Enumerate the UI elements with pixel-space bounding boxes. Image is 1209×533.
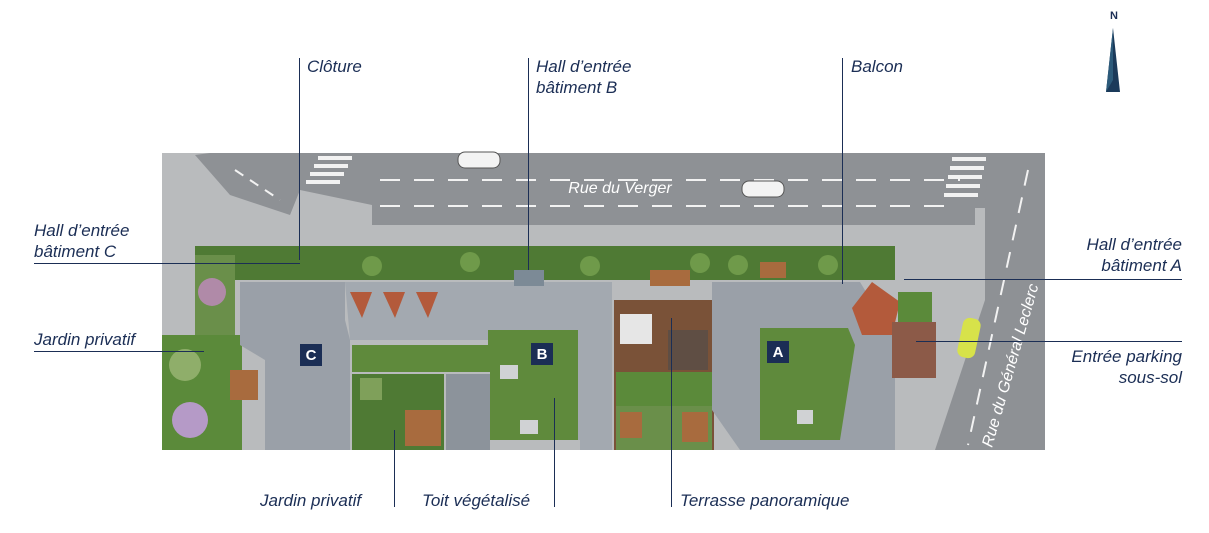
hedge-strip xyxy=(195,246,895,280)
corner-tower xyxy=(852,282,900,335)
callout-line-hall-c xyxy=(34,263,300,264)
label-parking-line2: sous-sol xyxy=(1118,368,1182,387)
building-b-letter: B xyxy=(537,346,548,363)
building-c-badge xyxy=(300,344,322,366)
road-rue-du-general-leclerc xyxy=(935,153,1045,450)
car-top-middle xyxy=(741,180,785,198)
north-label: N xyxy=(1110,10,1118,22)
label-hall-b-line1: Hall d’entrée xyxy=(536,57,632,76)
label-hall-c-line2: bâtiment C xyxy=(34,242,117,261)
label-terrasse-panoramique: Terrasse panoramique xyxy=(680,491,850,510)
north-arrow-icon xyxy=(1106,28,1120,92)
building-c-roof xyxy=(240,282,350,450)
label-hall-a-line2: bâtiment A xyxy=(1101,256,1182,275)
building-a-letter: A xyxy=(773,344,784,361)
label-toit-vegetalise: Toit végétalisé xyxy=(422,491,531,510)
building-c-letter: C xyxy=(306,347,317,364)
callout-line-cloture xyxy=(299,58,300,260)
callout-line-parking xyxy=(916,341,1182,342)
road-markings xyxy=(234,169,1029,446)
hall-b-entrance xyxy=(514,270,544,286)
label-hall-c-line1: Hall d’entrée xyxy=(34,221,130,240)
building-b-badge xyxy=(531,343,553,365)
crosswalk-left xyxy=(306,156,352,184)
label-jardin-privatif-left: Jardin privatif xyxy=(34,330,136,349)
crosswalk-right xyxy=(944,157,986,197)
label-hall-b: Hall d’entrée bâtiment B xyxy=(536,56,631,98)
trees xyxy=(362,252,838,276)
label-cloture: Clôture xyxy=(307,57,362,76)
building-a-badge xyxy=(767,341,789,363)
callout-line-jardin-bottom xyxy=(394,430,395,507)
label-parking-line1: Entrée parking xyxy=(1071,347,1182,366)
callout-line-jardin-left xyxy=(34,351,204,352)
label-hall-c: Hall d’entrée bâtiment C xyxy=(34,220,129,262)
green-roof-b xyxy=(352,330,578,440)
car-top-left xyxy=(457,151,501,169)
label-hall-a: Hall d’entrée bâtiment A xyxy=(1087,234,1182,276)
grey-roof-strip xyxy=(446,374,490,450)
parking-entrance xyxy=(892,322,936,378)
label-jardin-privatif-bottom: Jardin privatif xyxy=(260,491,362,510)
callout-line-terrasse xyxy=(671,318,672,507)
label-balcon: Balcon xyxy=(851,57,903,76)
callout-line-hall-a xyxy=(904,279,1182,280)
label-parking: Entrée parking sous-sol xyxy=(1071,346,1182,388)
pergolas xyxy=(350,292,438,318)
callout-line-balcon xyxy=(842,58,843,284)
street-label-top: Rue du Verger xyxy=(568,180,672,197)
label-hall-b-line2: bâtiment B xyxy=(536,78,618,97)
callout-line-hall-b xyxy=(528,58,529,270)
car-right xyxy=(957,317,981,359)
label-hall-a-line1: Hall d’entrée xyxy=(1086,235,1182,254)
callout-line-toit xyxy=(554,398,555,507)
